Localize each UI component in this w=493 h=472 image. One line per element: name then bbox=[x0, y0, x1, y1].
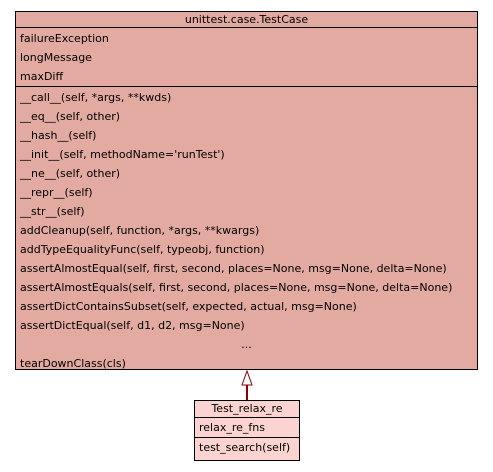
attribute-row: relax_re_fns bbox=[199, 421, 265, 434]
derived-class-box[interactable]: Test_relax_re relax_re_fns test_search(s… bbox=[194, 400, 300, 461]
inheritance-arrowhead bbox=[241, 369, 253, 386]
base-class-attributes: failureException longMessage maxDiff bbox=[16, 28, 477, 87]
method-row: __call__(self, *args, **kwds) bbox=[20, 91, 172, 104]
method-ellipsis: ... bbox=[241, 338, 252, 351]
attribute-row: failureException bbox=[20, 32, 109, 45]
method-row: __repr__(self) bbox=[20, 186, 93, 199]
method-row: __init__(self, methodName='runTest') bbox=[20, 148, 225, 161]
method-row: addTypeEqualityFunc(self, typeobj, funct… bbox=[20, 243, 265, 256]
derived-class-attributes: relax_re_fns bbox=[195, 418, 299, 438]
method-row: assertDictContainsSubset(self, expected,… bbox=[20, 300, 357, 313]
method-row: addCleanup(self, function, *args, **kwar… bbox=[20, 224, 260, 237]
method-row: __eq__(self, other) bbox=[20, 110, 121, 123]
base-class-name: unittest.case.TestCase bbox=[16, 12, 477, 28]
method-row: __hash__(self) bbox=[20, 129, 97, 142]
method-row: tearDownClass(cls) bbox=[20, 357, 126, 370]
method-row: assertAlmostEquals(self, first, second, … bbox=[20, 281, 453, 294]
method-row: __str__(self) bbox=[20, 205, 85, 218]
derived-class-methods: test_search(self) bbox=[195, 438, 299, 457]
derived-class-name: Test_relax_re bbox=[195, 401, 299, 418]
attribute-row: maxDiff bbox=[20, 70, 64, 83]
base-class-box[interactable]: unittest.case.TestCase failureException … bbox=[15, 11, 478, 370]
method-row: test_search(self) bbox=[199, 441, 291, 454]
attribute-row: longMessage bbox=[20, 51, 92, 64]
method-row: assertDictEqual(self, d1, d2, msg=None) bbox=[20, 319, 245, 332]
base-class-methods: __call__(self, *args, **kwds) __eq__(sel… bbox=[16, 87, 477, 374]
method-row: __ne__(self, other) bbox=[20, 167, 121, 180]
method-row: assertAlmostEqual(self, first, second, p… bbox=[20, 262, 447, 275]
